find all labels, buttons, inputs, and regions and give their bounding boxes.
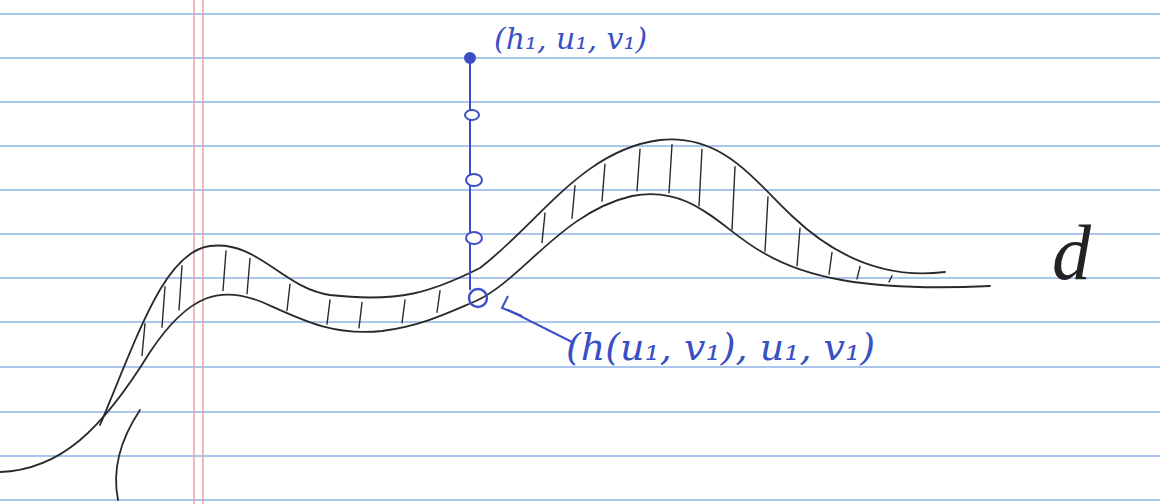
hatch-mark	[223, 251, 226, 291]
vertical-ray	[465, 53, 572, 342]
margin-line	[202, 0, 204, 504]
step-point	[466, 232, 482, 244]
hatch-mark	[765, 197, 768, 251]
margin-lines	[194, 0, 203, 504]
point-label: (h(u₁, v₁), u₁, v₁)	[566, 328, 875, 366]
hatch-mark	[572, 186, 575, 219]
hatch-marks	[142, 144, 892, 355]
hatch-mark	[602, 164, 605, 201]
hatch-mark	[327, 300, 330, 324]
band-lower-edge	[0, 194, 990, 472]
hatch-mark	[669, 144, 672, 192]
hatch-mark	[142, 324, 145, 356]
hatch-mark	[287, 284, 290, 310]
ruled-line	[0, 366, 1160, 368]
ruled-line	[0, 101, 1160, 103]
ruled-lines	[0, 14, 1160, 500]
ruled-line	[0, 13, 1160, 15]
band-left-edge	[116, 410, 140, 500]
hatch-mark	[889, 276, 892, 282]
hatch-mark	[247, 259, 250, 294]
hatch-mark	[637, 149, 640, 191]
hatch-mark	[829, 252, 832, 274]
hatch-mark	[359, 302, 362, 327]
ruled-line	[0, 277, 1160, 279]
ruled-line	[0, 189, 1160, 191]
hatch-mark	[162, 287, 165, 328]
hatch-mark	[402, 300, 405, 323]
band-upper-edge	[100, 139, 945, 425]
start-point	[465, 53, 475, 63]
hatch-mark	[542, 213, 545, 243]
ruled-line	[0, 455, 1160, 457]
ruled-line	[0, 411, 1160, 413]
ruled-line	[0, 499, 1160, 501]
hatch-mark	[857, 267, 860, 279]
ruled-line	[0, 145, 1160, 147]
hatch-mark	[797, 228, 800, 265]
hatch-mark	[437, 291, 440, 312]
step-point	[465, 110, 479, 120]
pointer-arrowhead	[502, 296, 522, 316]
point-label: (h₁, u₁, v₁)	[494, 24, 647, 54]
ruled-line	[0, 57, 1160, 59]
surface-point	[469, 289, 487, 307]
hatch-mark	[732, 167, 735, 230]
ruled-line	[0, 233, 1160, 235]
surface-band	[0, 139, 990, 500]
step-point	[466, 174, 482, 186]
hatch-mark	[699, 149, 702, 206]
hatch-mark	[179, 266, 182, 310]
surface-name: d	[1052, 214, 1091, 292]
